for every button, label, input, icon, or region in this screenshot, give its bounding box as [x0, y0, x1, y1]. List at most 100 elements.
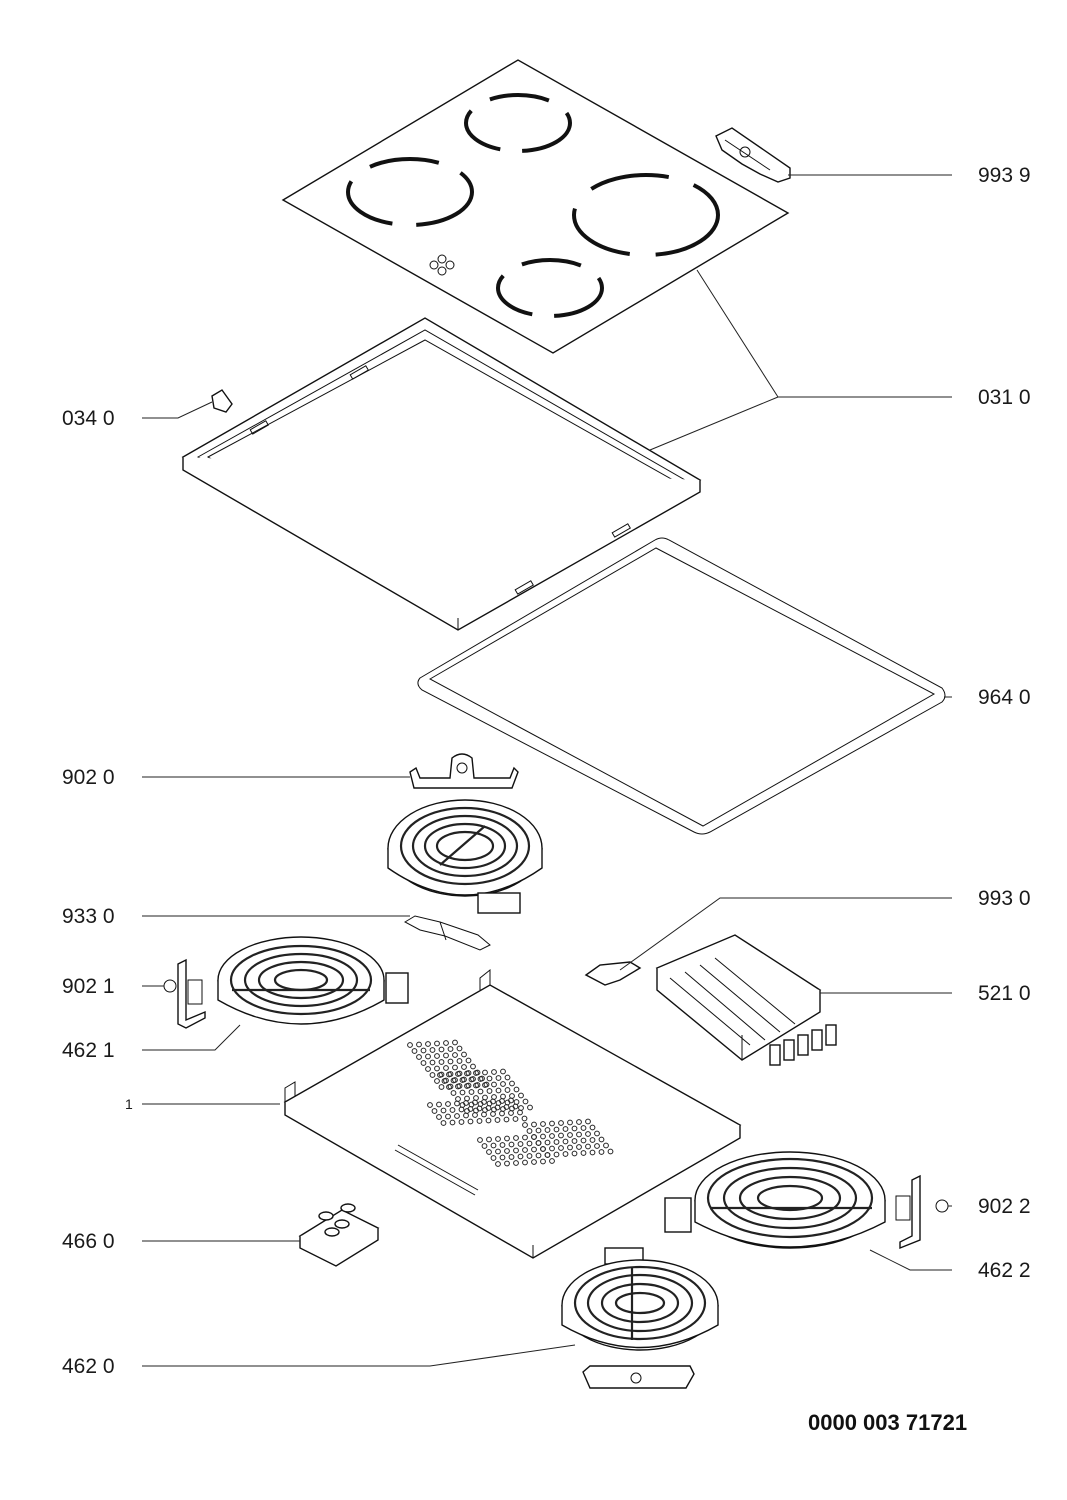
vent-hole	[449, 1119, 456, 1126]
vent-hole	[513, 1086, 520, 1093]
vent-hole	[416, 1054, 422, 1060]
vent-hole	[521, 1115, 528, 1122]
vent-hole	[440, 1107, 447, 1114]
vent-hole	[509, 1080, 515, 1087]
vent-hole	[598, 1136, 605, 1143]
vent-hole	[508, 1097, 514, 1104]
label-462-0: 462 0	[62, 1355, 115, 1378]
vent-hole	[535, 1140, 542, 1146]
vent-hole	[434, 1078, 440, 1084]
control-symbols-icon	[429, 254, 455, 276]
heating-element-462-0	[561, 1247, 719, 1389]
vent-hole	[477, 1137, 483, 1143]
vent-hole	[567, 1132, 573, 1138]
vent-hole	[576, 1144, 582, 1150]
vent-hole	[576, 1131, 582, 1138]
vent-hole	[472, 1099, 478, 1106]
vent-hole	[468, 1089, 475, 1095]
vent-hole	[527, 1104, 533, 1111]
vent-hole	[461, 1051, 467, 1058]
vent-hole	[500, 1068, 506, 1075]
vent-hole	[549, 1158, 555, 1164]
vent-hole	[549, 1133, 555, 1139]
vent-hole	[440, 1120, 447, 1126]
vent-hole	[434, 1053, 440, 1059]
terminal-block-466-0	[298, 1203, 380, 1267]
vent-hole	[458, 1106, 465, 1113]
vent-hole	[407, 1042, 413, 1048]
vent-hole	[567, 1144, 573, 1151]
connector-terminals	[769, 1024, 837, 1066]
vent-hole	[425, 1066, 431, 1072]
vent-hole	[443, 1052, 449, 1059]
vent-hole	[531, 1159, 537, 1165]
vent-hole	[490, 1155, 497, 1161]
bracket-902-2	[895, 1174, 949, 1250]
vent-hole	[503, 1116, 510, 1123]
vent-hole	[486, 1088, 493, 1094]
vent-hole	[411, 1048, 418, 1054]
leader-031-0-frame	[649, 396, 779, 451]
vent-hole	[499, 1142, 506, 1148]
vent-hole	[482, 1082, 488, 1088]
vent-hole	[486, 1149, 492, 1155]
vent-hole	[420, 1047, 427, 1054]
vent-hole	[416, 1041, 422, 1048]
vent-hole	[491, 1081, 497, 1088]
vent-hole	[558, 1132, 564, 1139]
vent-hole	[495, 1136, 501, 1142]
vent-hole	[482, 1069, 488, 1076]
gasket-964-0	[417, 537, 946, 835]
vent-hole	[485, 1117, 492, 1124]
vent-hole	[481, 1111, 487, 1118]
vent-hole	[481, 1143, 488, 1149]
vent-hole	[580, 1125, 587, 1131]
vent-hole	[436, 1114, 442, 1120]
vent-hole	[576, 1119, 582, 1125]
vent-hole	[580, 1150, 587, 1156]
glass-ceramic-top	[281, 59, 790, 354]
vent-hole	[464, 1083, 470, 1089]
vent-hole	[589, 1137, 596, 1143]
vent-hole	[452, 1039, 458, 1046]
vent-hole	[436, 1101, 442, 1108]
vent-hole	[500, 1081, 506, 1087]
vent-hole	[499, 1098, 505, 1104]
vent-hole	[562, 1151, 569, 1157]
vent-hole	[504, 1087, 511, 1093]
vent-hole	[504, 1160, 510, 1167]
bracket-034-0	[211, 389, 233, 413]
label-034-0: 034 0	[62, 407, 115, 430]
vent-hole	[437, 1072, 443, 1078]
vent-hole	[459, 1077, 466, 1083]
vent-hole	[513, 1135, 519, 1141]
vent-hole	[535, 1152, 542, 1159]
vent-hole	[553, 1139, 560, 1145]
vent-hole	[456, 1058, 463, 1064]
vent-hole	[562, 1126, 569, 1132]
vent-hole	[490, 1111, 496, 1117]
label-902-2: 902 2	[978, 1195, 1031, 1218]
vent-hole	[558, 1120, 564, 1126]
vent-hole	[464, 1070, 470, 1077]
vent-hole	[454, 1113, 460, 1119]
vent-hole	[465, 1057, 472, 1064]
label-031-0: 031 0	[978, 386, 1031, 409]
label-933-0: 933 0	[62, 905, 115, 928]
vent-hole	[472, 1112, 478, 1118]
vent-hole	[603, 1142, 609, 1149]
cooking-zone-markings	[346, 93, 720, 318]
vent-hole	[495, 1075, 502, 1081]
heating-element-462-2	[664, 1151, 886, 1249]
vent-hole	[443, 1065, 449, 1071]
vent-hole	[526, 1140, 533, 1147]
vent-hole	[476, 1118, 483, 1124]
vent-hole	[607, 1148, 614, 1155]
vent-hole	[512, 1116, 519, 1122]
vent-hole	[526, 1153, 533, 1159]
leader-462-0	[142, 1344, 576, 1367]
label-993-9: 993 9	[978, 164, 1031, 187]
vent-hole	[452, 1052, 458, 1058]
vent-hole	[450, 1077, 457, 1084]
vent-hole	[553, 1151, 560, 1158]
